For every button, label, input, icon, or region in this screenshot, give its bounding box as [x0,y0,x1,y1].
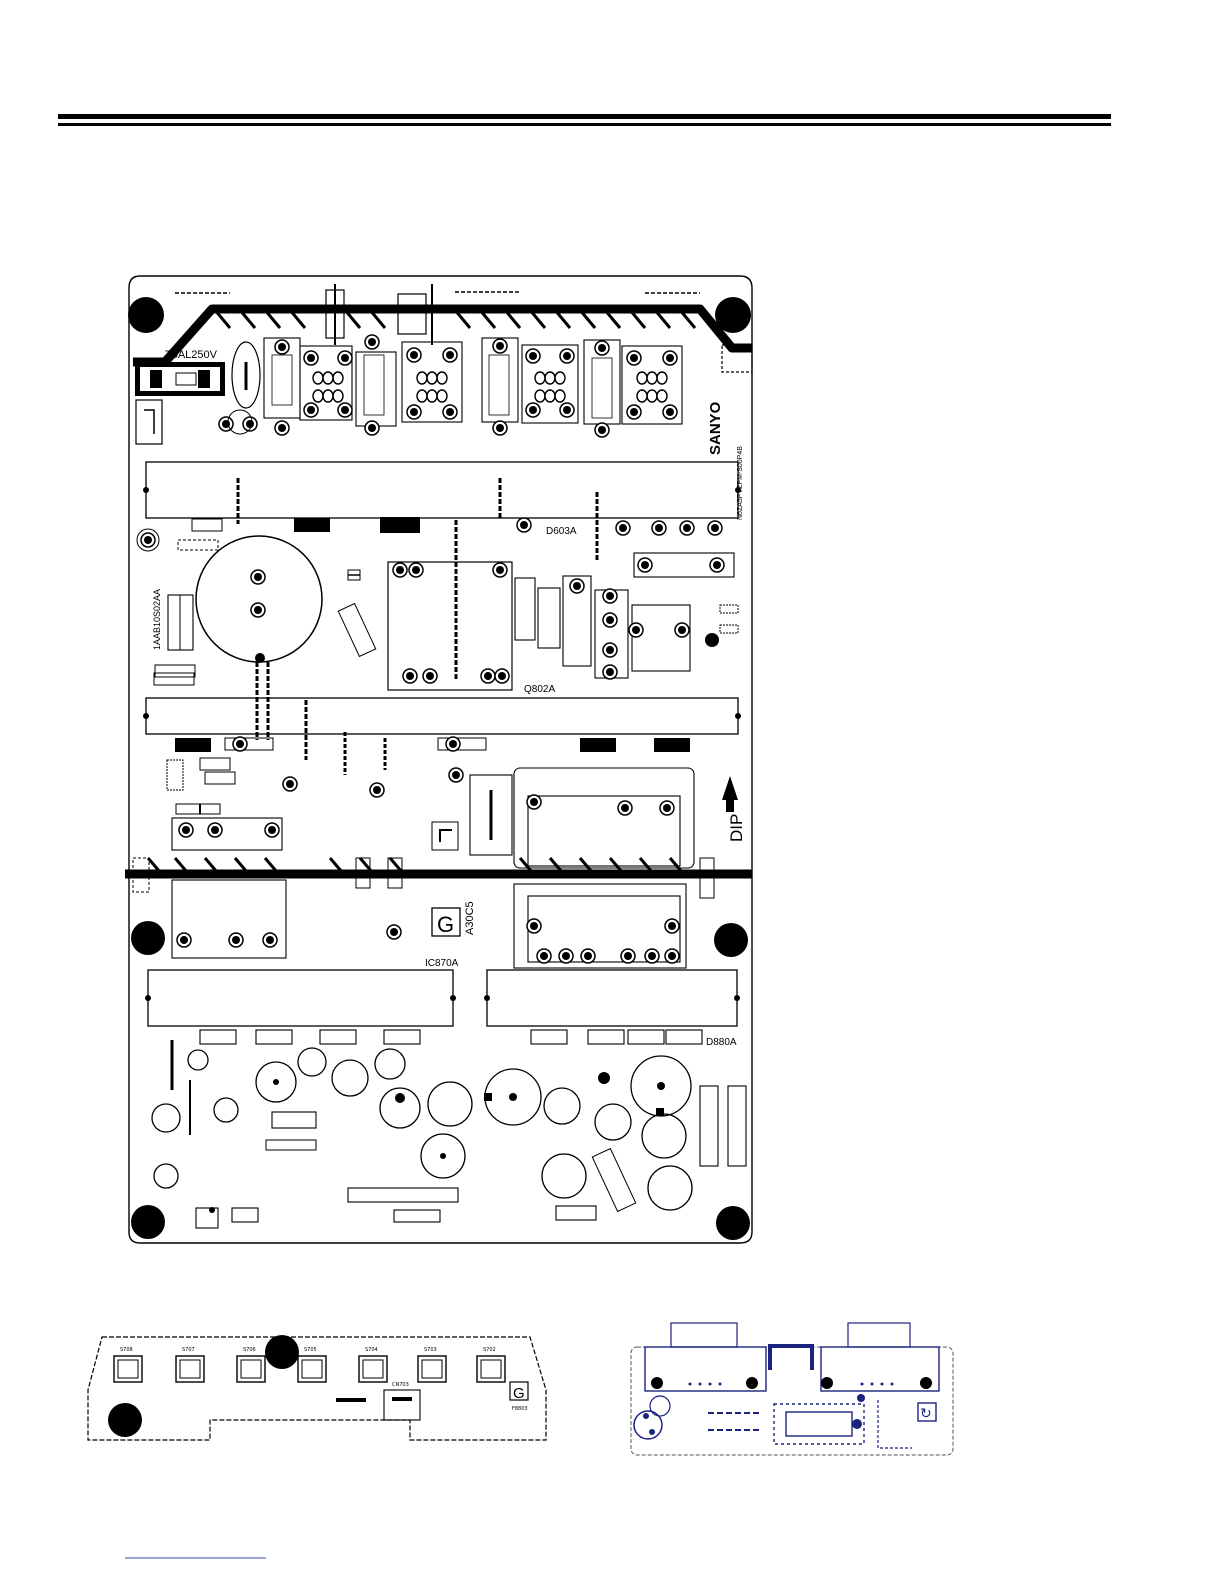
ground-code-main: A30C5 [464,901,476,935]
mounting-hole-icon [716,1206,750,1240]
ground-code-front: F8803 [512,1406,528,1412]
front-button-board: S708 S707 S706 S705 S704 S703 S702 CN703 [88,1335,546,1440]
mounting-hole-icon [705,633,719,647]
diode-d603a-label: D603A [546,526,577,537]
switch-label: S704 [365,1347,378,1353]
front-board-outline [88,1337,546,1440]
mounting-hole-icon [128,297,164,333]
switch-label: S703 [424,1347,437,1353]
rotation-symbol: ↻ [920,1406,932,1422]
ground-symbol-front: G [513,1385,525,1402]
terminal-board: ↻ [631,1323,953,1455]
connector-label: CN703 [392,1382,409,1388]
varistor-label: 1AAB10S02AA [152,589,162,650]
transistor-q802a-label: Q802A [524,684,555,695]
mounting-hole-icon [131,1205,165,1239]
main-pcb-board: T6AL250V [125,276,752,1243]
ground-symbol-main: G [437,912,454,937]
switch-label: S706 [243,1347,256,1353]
switch-label: S708 [120,1347,133,1353]
mounting-hole-icon [131,921,165,955]
diode-d880a-label: D880A [706,1037,737,1048]
fuse-label: T6AL250V [165,349,218,361]
dip-label: DIP [727,814,746,842]
switch-label: S705 [304,1347,317,1353]
mounting-hole-icon [265,1335,299,1369]
switch-label: S702 [483,1347,496,1353]
mounting-hole-icon [714,923,748,957]
ic-ic870a-label: IC870A [425,958,459,969]
main-filter-capacitor [196,536,322,663]
switch-label: S707 [182,1347,195,1353]
brand-label: SANYO [707,401,724,455]
mounting-hole-icon [108,1403,142,1437]
terminal-board-outline [631,1347,953,1455]
